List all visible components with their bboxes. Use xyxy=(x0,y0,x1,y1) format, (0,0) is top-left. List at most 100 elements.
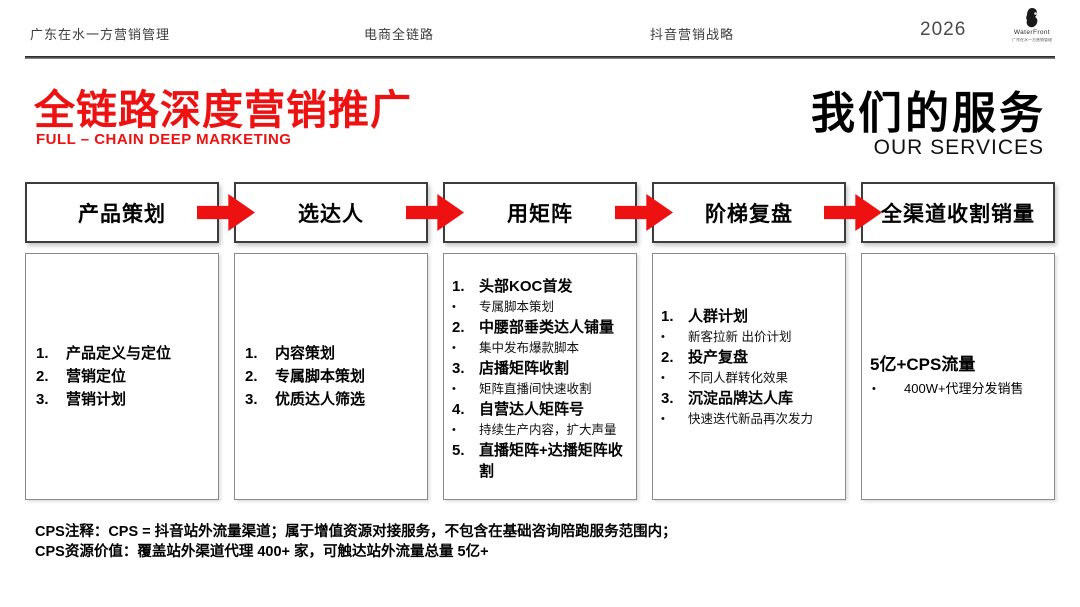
list-item-bullet: • 专属脚本策划 xyxy=(444,297,636,317)
list-item-text: 中腰部垂类达人铺量 xyxy=(479,319,615,336)
waterfront-logo-subtext: 广东在水一方营销管理 xyxy=(1012,37,1052,42)
list-item-bullet: • 400W+代理分发销售 xyxy=(862,377,1054,401)
list-item: 1. 产品定义与定位 xyxy=(26,342,218,365)
list-item-number: 2. xyxy=(36,368,49,385)
process-headers: 产品策划 选达人 用矩阵 阶梯复盘 全渠道收割销量 xyxy=(25,182,1055,243)
waterfront-logo: WaterFront 广东在水一方营销管理 xyxy=(1004,8,1060,42)
stage-item-list: 5亿+CPS流量 • 400W+代理分发销售 xyxy=(862,254,1054,499)
list-item-text: 400W+代理分发销售 xyxy=(904,380,1024,396)
stage-details-select-influencers: 1. 内容策划 2. 专属脚本策划 3. 优质达人筛选 xyxy=(234,253,428,500)
list-item-text: 店播矩阵收割 xyxy=(479,360,570,377)
list-item-text: 快速迭代新品再次发力 xyxy=(688,412,814,426)
bullet-icon: • xyxy=(661,413,665,425)
list-item: 3. 沉淀品牌达人库 xyxy=(653,388,845,409)
bullet-icon: • xyxy=(661,372,665,384)
list-item-number: 4. xyxy=(452,401,465,418)
list-item: 1. 头部KOC首发 xyxy=(444,276,636,297)
waterfront-logo-text: WaterFront xyxy=(1013,29,1051,36)
list-item-text: 内容策划 xyxy=(275,345,336,362)
list-item-number: 3. xyxy=(452,360,465,377)
list-item: 1. 人群计划 xyxy=(653,306,845,327)
bullet-icon: • xyxy=(872,382,876,395)
stage-header-select-influencers: 选达人 xyxy=(234,182,428,243)
list-item-text: 专属脚本策划 xyxy=(479,300,555,314)
list-item: 3. 优质达人筛选 xyxy=(235,388,427,411)
footnote-cps-value: CPS资源价值：覆盖站外渠道代理 400+ 家，可触达站外流量总量 5亿+ xyxy=(35,544,489,560)
stage-item-list: 1. 产品定义与定位 2. 营销定位 3. 营销计划 xyxy=(26,254,218,499)
list-item: 5亿+CPS流量 xyxy=(870,354,976,374)
list-item: 2. 中腰部垂类达人铺量 xyxy=(444,317,636,338)
services-title-english: OUR SERVICES xyxy=(873,136,1044,159)
list-item-number: 3. xyxy=(245,391,258,408)
list-item-text: 营销定位 xyxy=(66,368,127,385)
topbar-ecommerce-label: 电商全链路 xyxy=(364,27,435,42)
stage-details-product-planning: 1. 产品定义与定位 2. 营销定位 3. 营销计划 xyxy=(25,253,219,500)
list-item-text: 自营达人矩阵号 xyxy=(479,401,585,418)
footnote-cps-note: CPS注释：CPS = 抖音站外流量渠道；属于增值资源对接服务，不包含在基础咨询… xyxy=(35,524,677,540)
stage-header-use-matrix: 用矩阵 xyxy=(443,182,637,243)
list-item-bullet: • 快速迭代新品再次发力 xyxy=(653,409,845,429)
list-item-bullet: • 集中发布爆款脚本 xyxy=(444,338,636,358)
list-item-text: 沉淀品牌达人库 xyxy=(688,390,794,407)
list-item: 2. 营销定位 xyxy=(26,365,218,388)
list-item-text: 营销计划 xyxy=(66,391,127,408)
list-item-bullet: • 不同人群转化效果 xyxy=(653,368,845,388)
list-item-text: 头部KOC首发 xyxy=(479,278,573,295)
bullet-icon: • xyxy=(452,383,456,395)
bullet-icon: • xyxy=(452,301,456,313)
list-item-number: 3. xyxy=(36,391,49,408)
list-item-number: 2. xyxy=(661,349,674,366)
list-item-text: 不同人群转化效果 xyxy=(688,371,789,385)
list-item-text: 直播矩阵+达播矩阵收割 xyxy=(479,442,623,480)
footnotes: CPS注释：CPS = 抖音站外流量渠道；属于增值资源对接服务，不包含在基础咨询… xyxy=(35,522,677,562)
list-item-number: 5. xyxy=(452,442,465,459)
list-item-text: 集中发布爆款脚本 xyxy=(479,341,580,355)
stage-item-list: 1. 头部KOC首发 • 专属脚本策划 2. 中腰部垂类达人铺量 • 集中发布爆款脚本 3. 店播… xyxy=(444,254,636,499)
page-title-english: FULL – CHAIN DEEP MARKETING xyxy=(36,131,292,148)
list-item-text: 产品定义与定位 xyxy=(66,345,172,362)
stage-header-omnichannel-sales: 全渠道收割销量 xyxy=(861,182,1055,243)
stage-details-omnichannel-sales: 5亿+CPS流量 • 400W+代理分发销售 xyxy=(861,253,1055,500)
topbar-douyin-strategy-label: 抖音营销战略 xyxy=(650,27,735,42)
list-item-bullet: •新客拉新 出价计划 xyxy=(653,327,845,347)
bullet-icon: • xyxy=(452,424,456,436)
list-item-text: 人群计划 xyxy=(688,308,749,325)
process-flow: 产品策划 选达人 用矩阵 阶梯复盘 全渠道收割销量 1. 产品定义与定位 2. 营销定… xyxy=(25,182,1055,500)
list-item-number: 2. xyxy=(245,368,258,385)
list-item: 2. 专属脚本策划 xyxy=(235,365,427,388)
list-item-text: 优质达人筛选 xyxy=(275,391,366,408)
list-item-text: 矩阵直播间快速收割 xyxy=(479,382,592,396)
stage-header-product-planning: 产品策划 xyxy=(25,182,219,243)
list-item-number: 3. xyxy=(661,390,674,407)
topbar-company-label: 广东在水一方营销管理 xyxy=(30,27,171,42)
stage-item-list: 1. 内容策划 2. 专属脚本策划 3. 优质达人筛选 xyxy=(235,254,427,499)
list-item-number: 1. xyxy=(661,308,674,325)
topbar-year: 2026 xyxy=(920,19,967,40)
bullet-icon: • xyxy=(452,342,456,354)
list-item: 2.投产复盘 xyxy=(653,347,845,368)
list-item-text: 专属脚本策划 xyxy=(275,368,366,385)
stage-header-tiered-review: 阶梯复盘 xyxy=(652,182,846,243)
list-item-text: 新客拉新 出价计划 xyxy=(688,330,792,344)
list-item: 5. 直播矩阵+达播矩阵收割 xyxy=(444,440,636,482)
list-item-number: 1. xyxy=(36,345,49,362)
list-item: 1. 内容策划 xyxy=(235,342,427,365)
process-details: 1. 产品定义与定位 2. 营销定位 3. 营销计划 1. 内容策划 2. 专属脚本策划 3. 优质… xyxy=(25,253,1055,500)
stage-details-use-matrix: 1. 头部KOC首发 • 专属脚本策划 2. 中腰部垂类达人铺量 • 集中发布爆款脚本 3. 店播… xyxy=(443,253,637,500)
list-item-number: 1. xyxy=(245,345,258,362)
list-item-number: 1. xyxy=(452,278,465,295)
waterfront-logo-icon xyxy=(1026,8,1038,28)
list-item: 4. 自营达人矩阵号 xyxy=(444,399,636,420)
list-item: 3. 店播矩阵收割 xyxy=(444,358,636,379)
list-item-bullet: • 矩阵直播间快速收割 xyxy=(444,379,636,399)
list-item: 3. 营销计划 xyxy=(26,388,218,411)
header-divider xyxy=(25,56,1055,59)
list-item-text: 持续生产内容，扩大声量 xyxy=(479,423,617,437)
services-title: 我们的服务 xyxy=(811,89,1046,138)
list-item-number: 2. xyxy=(452,319,465,336)
list-item-bullet: • 持续生产内容，扩大声量 xyxy=(444,420,636,440)
page-title: 全链路深度营销推广 xyxy=(34,87,412,133)
